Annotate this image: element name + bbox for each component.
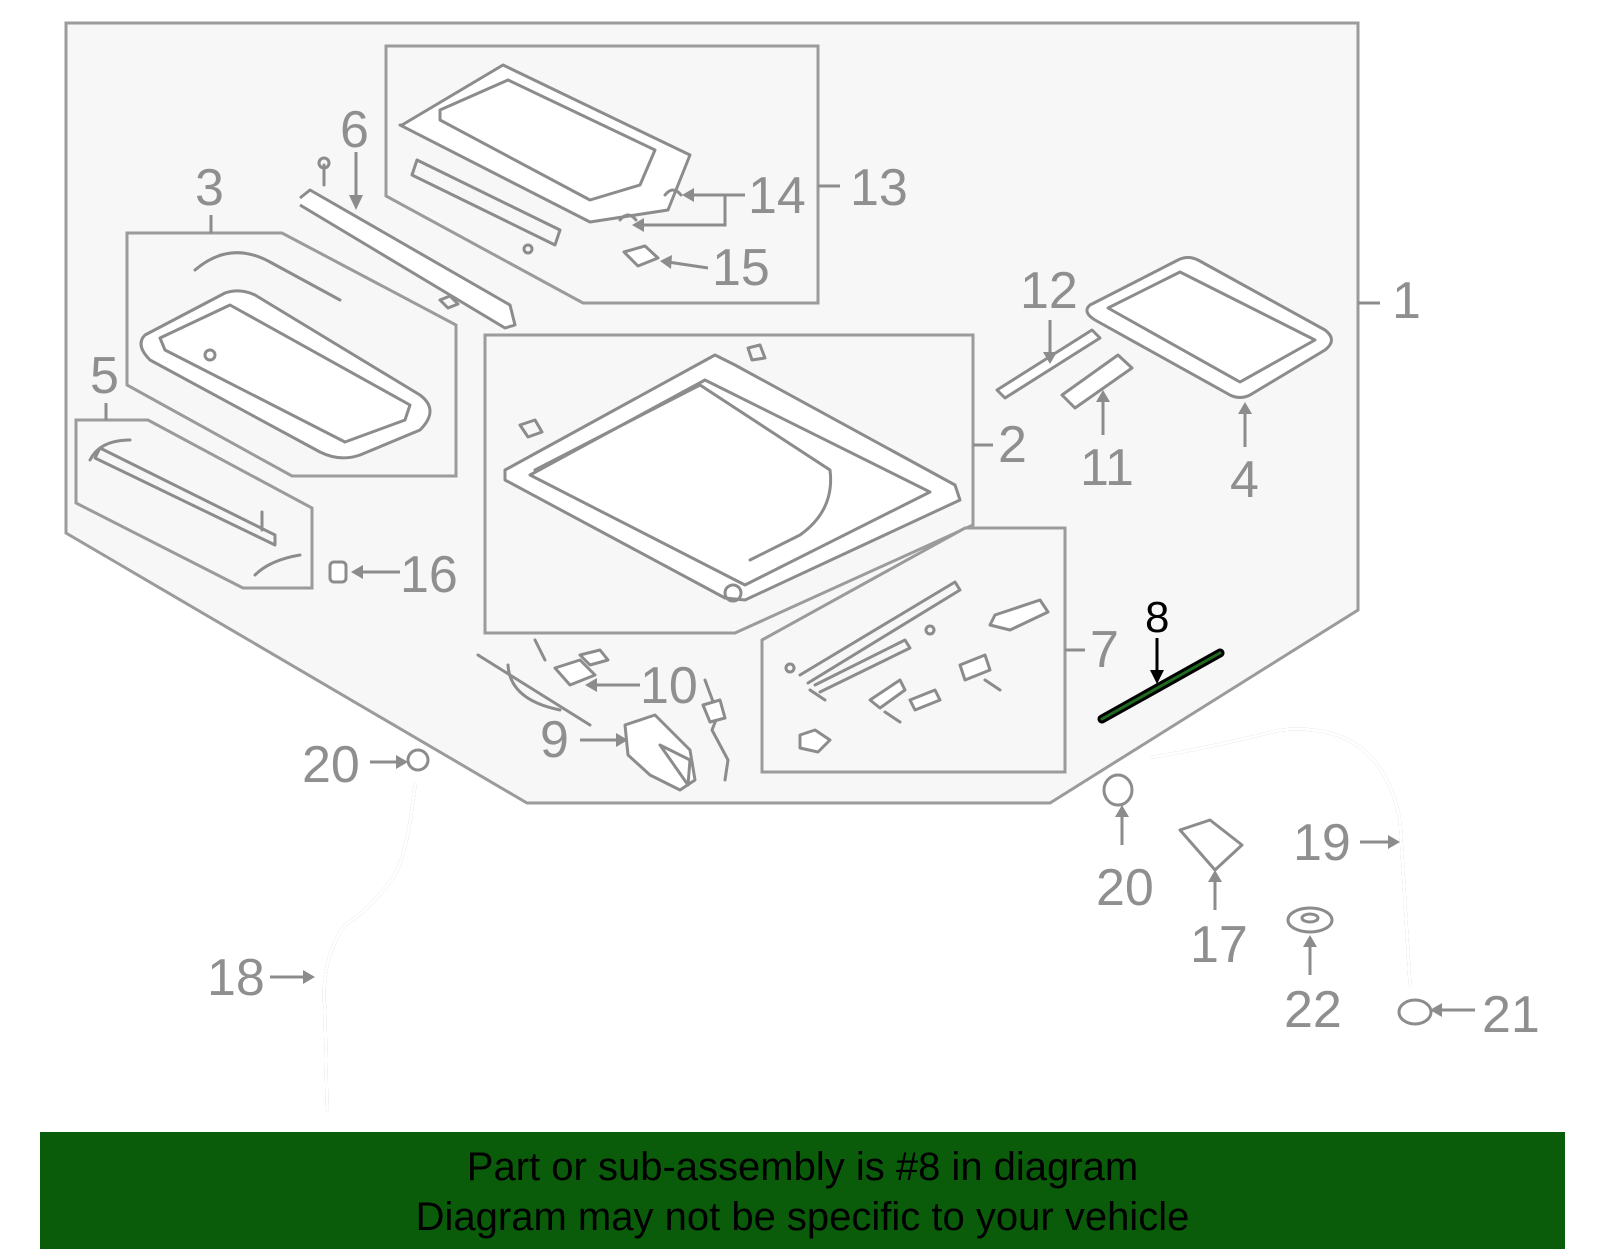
part-21-clip [1397,998,1433,1026]
part-20-grommet-right [1102,773,1134,807]
callout-1: 1 [1392,272,1421,330]
part-18-drain-hose [322,783,417,1112]
callout-14: 14 [748,167,806,225]
callout-4: 4 [1230,451,1259,509]
bracket-near-9 [701,678,730,782]
callout-18: 18 [207,949,265,1007]
part-5-deflector [88,438,302,577]
part-17-bracket [1178,818,1244,872]
callout-6: 6 [340,101,369,159]
part-20-grommet-left [406,748,430,772]
callout-17: 17 [1190,916,1248,974]
info-banner: Part or sub-assembly is #8 in diagram Di… [40,1132,1565,1249]
part-19-drain-hose [1150,727,1412,987]
callout-10: 10 [640,657,698,715]
part-13-glass-panel [398,63,692,255]
callout-22: 22 [1284,981,1342,1039]
callout-leaders [104,152,1475,1017]
callout-9: 9 [540,711,569,769]
callout-11: 11 [1080,439,1134,497]
callout-8-leader [1150,638,1164,684]
part-15-block [622,244,660,268]
part-11-guide [1060,353,1134,410]
part-9-motor [623,713,697,792]
callout-2: 2 [998,416,1027,474]
part-10-harness [476,638,610,727]
banner-line-2: Diagram may not be specific to your vehi… [415,1195,1190,1239]
callout-12: 12 [1020,262,1078,320]
callout-21: 21 [1482,986,1540,1044]
part-2-frame [503,343,962,603]
part-8-highlighted [1097,648,1225,724]
callout-15: 15 [712,239,770,297]
callout-5: 5 [90,347,119,405]
part-4-seal [1085,256,1333,399]
part-12-seal [995,328,1102,400]
callout-7: 7 [1090,621,1119,679]
callout-20-left: 20 [302,736,360,794]
callout-3: 3 [195,159,224,217]
callout-13: 13 [850,159,908,217]
part-22-washer [1286,906,1334,934]
callout-20-right: 20 [1096,859,1154,917]
callout-8: 8 [1145,593,1169,642]
part-3-glass [139,251,432,460]
part-14-clips [618,188,683,222]
box-5-deflector [74,418,314,590]
part-7-mechanism [784,580,1050,754]
part-16-plug [328,560,348,584]
callout-19: 19 [1293,814,1351,872]
part-6-rail [299,156,517,330]
banner-line-1: Part or sub-assembly is #8 in diagram [466,1145,1139,1189]
callout-numbers: 1 2 3 4 5 6 7 8 9 10 11 12 13 14 15 16 1… [90,101,1540,1044]
callout-16: 16 [400,546,458,604]
